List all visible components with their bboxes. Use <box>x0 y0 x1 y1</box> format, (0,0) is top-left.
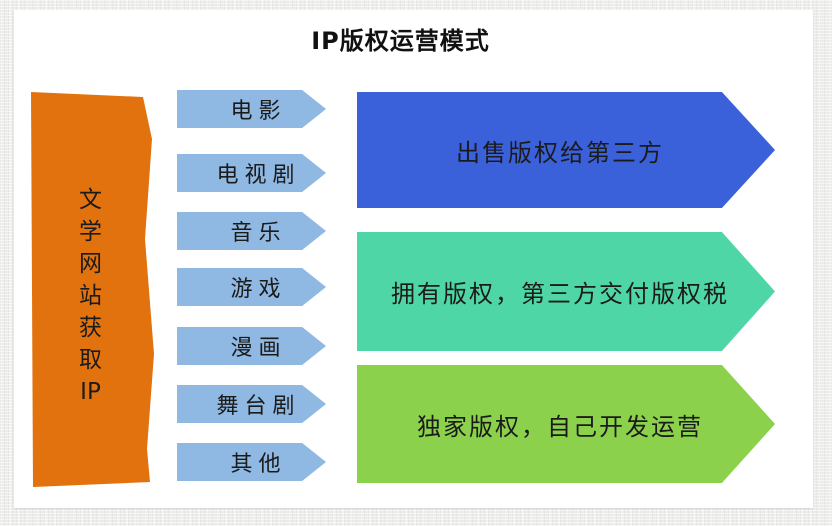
category-label: 其他 <box>230 452 287 477</box>
mode-arrow-own-copyright-royalty: 拥有版权，第三方交付版权税 <box>357 232 775 351</box>
source-char: 文 <box>79 186 102 213</box>
category-arrow-stage-play: 舞台剧 <box>177 385 326 423</box>
mode-label: 独家版权，自己开发运营 <box>417 412 703 441</box>
mode-arrow-sell-copyright: 出售版权给第三方 <box>357 92 775 208</box>
category-arrow-tv-drama: 电视剧 <box>177 154 326 192</box>
mode-label: 拥有版权，第三方交付版权税 <box>391 280 729 308</box>
source-banner-shape: 文 学 网 站 获 取 IP <box>31 92 154 487</box>
diagram-canvas: IP版权运营模式 文 学 网 站 获 取 IP 电影 电视剧 音乐 游戏 漫画 <box>14 10 813 508</box>
category-arrow-movie: 电影 <box>177 90 326 128</box>
category-arrow-other: 其他 <box>177 443 326 481</box>
source-banner-label: 文 学 网 站 获 取 IP <box>79 173 102 404</box>
category-label: 电视剧 <box>216 163 301 188</box>
category-label: 游戏 <box>230 277 287 302</box>
diagram-title: IP版权运营模式 <box>311 27 490 55</box>
category-label: 漫画 <box>230 336 287 361</box>
source-char: 取 <box>79 346 102 373</box>
category-label: 舞台剧 <box>216 394 301 419</box>
category-arrow-comic: 漫画 <box>177 327 326 365</box>
category-label: 音乐 <box>230 221 287 246</box>
source-char: 站 <box>79 282 102 309</box>
category-label: 电影 <box>230 99 287 124</box>
category-arrow-music: 音乐 <box>177 212 326 250</box>
source-char: 学 <box>79 218 102 245</box>
mode-label: 出售版权给第三方 <box>456 138 664 167</box>
mode-arrow-exclusive-self-operate: 独家版权，自己开发运营 <box>357 365 775 483</box>
category-arrow-game: 游戏 <box>177 268 326 306</box>
source-char: 获 <box>79 314 102 341</box>
source-char: IP <box>80 378 101 405</box>
source-char: 网 <box>79 250 102 277</box>
